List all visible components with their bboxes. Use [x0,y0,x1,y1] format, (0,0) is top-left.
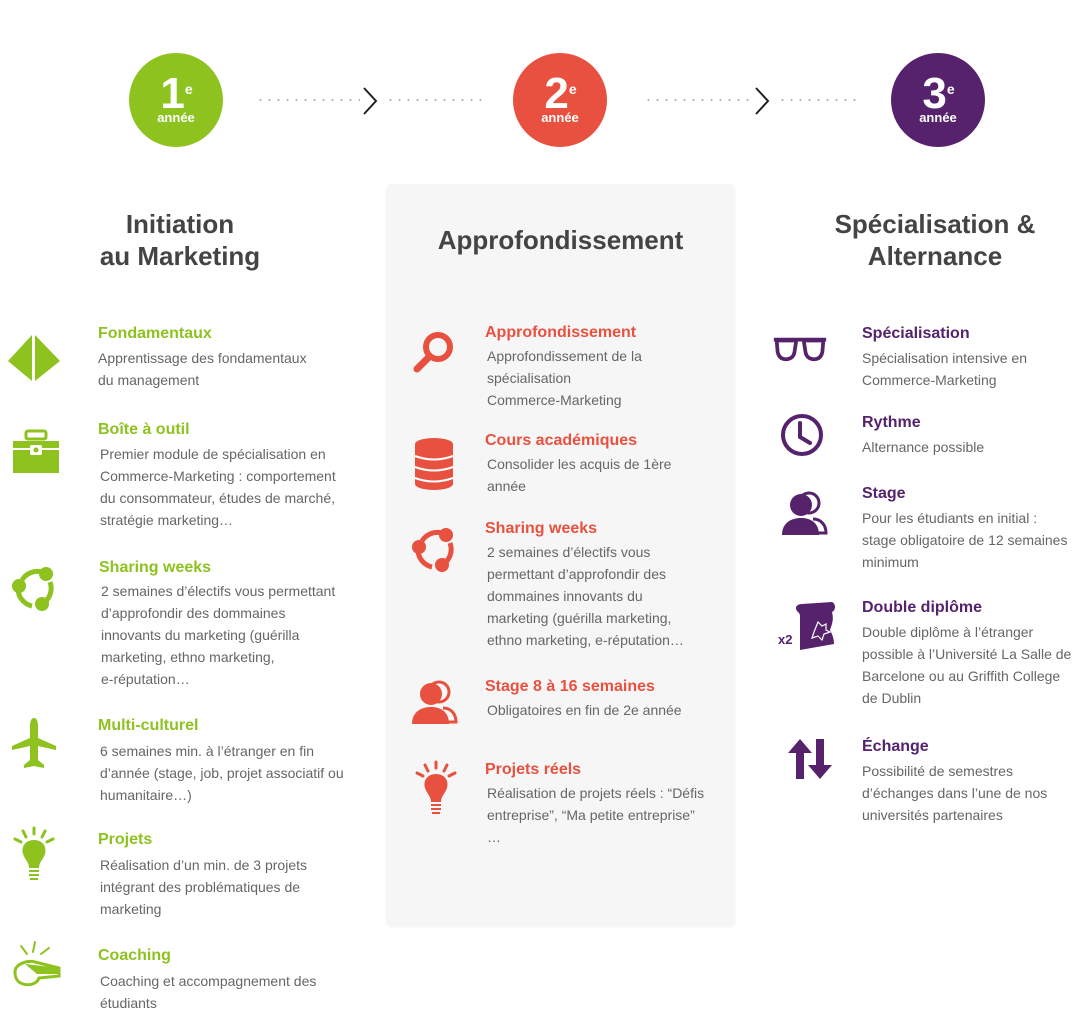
item-description: Spécialisation intensive en Commerce-Mar… [862,350,1027,388]
year-2-panel [386,184,735,926]
exchange-arrows-icon [782,731,838,787]
lightbulb-icon [6,826,62,882]
step-badge-year-3: 3e année [891,53,985,147]
chevron-right-icon [755,87,770,115]
item-description: Coaching et accompagnement des étudiants [100,973,317,1011]
column-title-year-3: Spécialisation & Alternance [834,209,1036,271]
item-title: Sharing weeks [99,559,212,576]
chevron-right-icon [363,87,378,115]
item-title: Approfondissement [485,324,637,341]
dotted-connector [386,99,484,101]
glasses-icon [772,320,828,376]
item-title: Double diplôme [862,599,982,616]
step-suffix: e [184,81,193,97]
item-title: Stage [862,485,906,502]
column-title-year-2: Approfondissement [437,225,684,255]
item-description: Alternance possible [862,439,985,455]
item-description: 2 semaines d’électifs vous permettant d’… [487,544,684,648]
pyramid-icon [6,330,62,386]
item-description: Apprentissage des fondamentaux du manage… [98,350,307,388]
item-title: Rythme [862,414,921,431]
item-description: Double diplôme à l’étranger possible à l… [862,624,1072,706]
item-title: Multi-culturel [98,717,199,734]
item-title: Cours académiques [485,432,638,449]
item-description: Réalisation de projets réels : “Défis en… [487,785,705,845]
item-description: 2 semaines d’électifs vous permettant d’… [101,583,336,687]
toolbox-icon [8,424,64,480]
item-title: Spécialisation [862,325,970,342]
item-title: Fondamentaux [98,325,212,342]
magnifier-icon [406,325,462,381]
item-title: Sharing weeks [485,520,598,537]
column-title-year-1: Initiation au Marketing [99,209,261,271]
item-description: Consolider les acquis de 1ère année [487,456,672,494]
whistle-icon [8,938,64,994]
database-icon [406,435,462,491]
step-label: année [157,110,195,125]
lightbulb-icon [408,760,464,816]
item-title: Projets [98,831,153,848]
step-label: année [919,110,957,125]
dotted-connector [256,99,360,101]
item-description: Réalisation d’un min. de 3 projets intég… [100,857,308,917]
dotted-connector [778,99,856,101]
item-description: 6 semaines min. à l’étranger en fin d’an… [100,743,344,803]
step-number: 1 [160,69,185,118]
share-network-icon [6,560,62,616]
svg-text:x2: x2 [778,632,792,647]
item-title: Projets réels [485,761,582,778]
item-description: Pour les étudiants en initial : stage ob… [862,510,1068,570]
item-title: Boîte à outil [98,421,190,438]
dotted-connector [644,99,752,101]
item-description: Obligatoires en fin de 2e année [487,702,682,718]
item-description: Premier module de spécialisation en Comm… [100,446,336,528]
step-label: année [541,110,579,125]
users-icon [776,486,832,542]
users-icon [406,675,462,731]
airplane-icon [6,716,62,772]
step-suffix: e [568,81,577,97]
step-number: 3 [922,69,947,118]
item-title: Coaching [98,947,171,964]
item-title: Stage 8 à 16 semaines [485,678,655,695]
item-description: Approfondissement de la spécialisation C… [487,348,642,408]
clock-icon [774,407,830,463]
diploma-scroll-icon: x2 [776,598,840,654]
step-badge-year-2: 2e année [513,53,607,147]
item-title: Échange [862,738,929,755]
share-network-icon [406,521,462,577]
step-number: 2 [544,69,569,118]
step-suffix: e [946,81,955,97]
item-description: Possibilité de semestres d’échanges dans… [862,763,1048,823]
step-badge-year-1: 1e année [129,53,223,147]
